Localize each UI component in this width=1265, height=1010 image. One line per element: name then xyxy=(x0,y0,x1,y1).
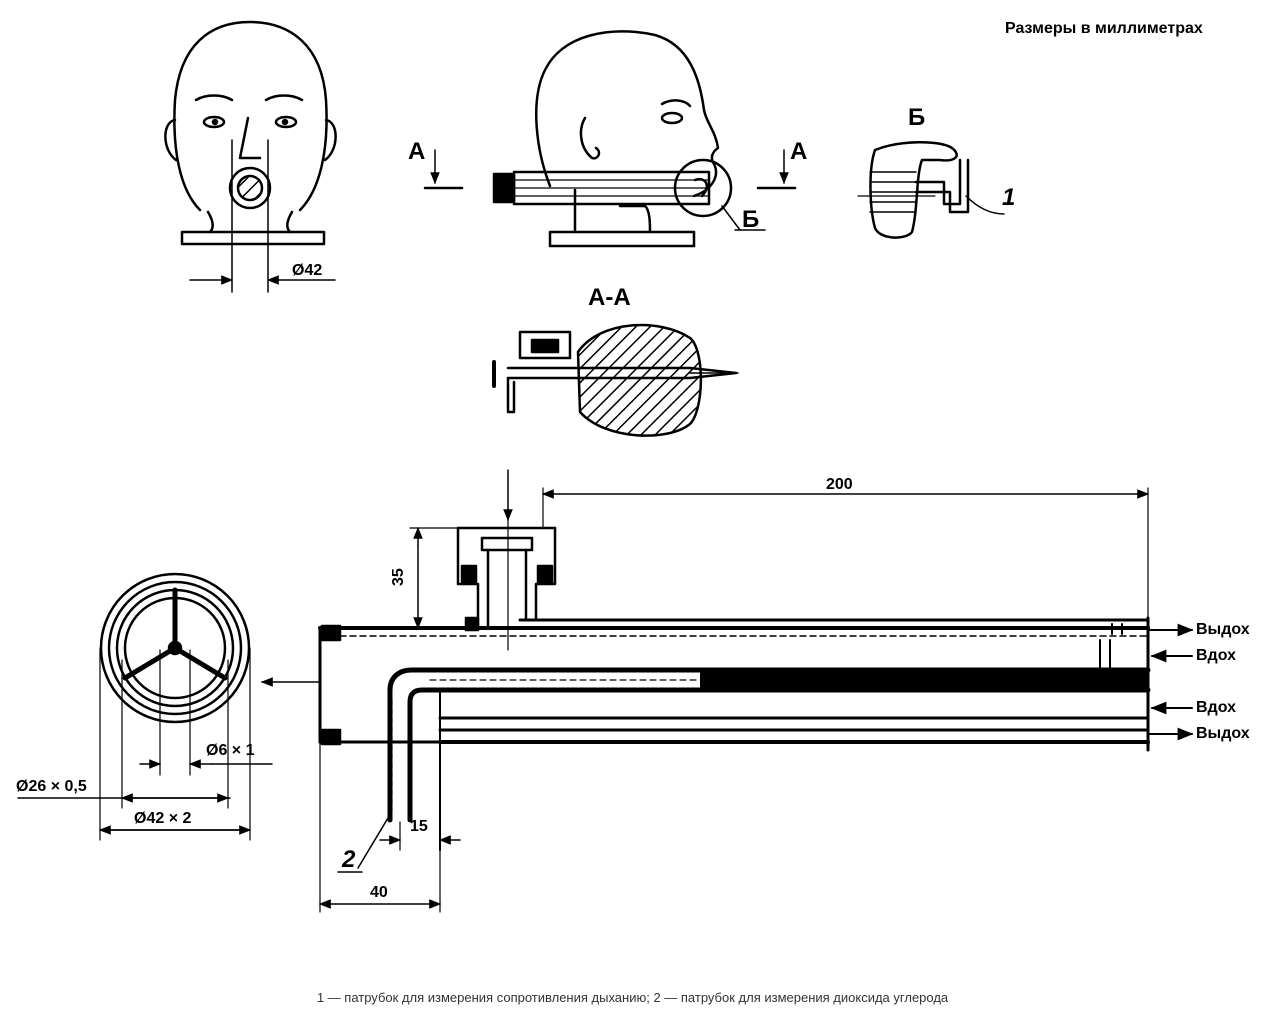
flow-label-exhale-bottom: Выдох xyxy=(1196,725,1250,742)
dim-length-40: 40 xyxy=(370,884,388,901)
flow-arrows xyxy=(1149,623,1194,741)
callout-item-1: 1 xyxy=(1002,184,1016,211)
head-side-view xyxy=(423,30,797,248)
units-note: Размеры в миллиметрах xyxy=(1005,20,1203,37)
section-marker-left: А xyxy=(408,138,426,165)
dim-pipe: Ø42 × 2 xyxy=(134,810,192,827)
detail-callout-label: Б xyxy=(742,206,760,233)
dim-offset-15: 15 xyxy=(410,818,428,835)
section-marker-right: А xyxy=(790,138,808,165)
detail-b-view xyxy=(857,141,1005,239)
detail-title: Б xyxy=(908,104,926,131)
dim-height-35: 35 xyxy=(390,568,407,586)
figure-caption: 1 — патрубок для измерения сопротивления… xyxy=(316,990,949,1005)
dim-outer-tube: Ø26 × 0,5 xyxy=(16,778,87,795)
dim-head-diameter: Ø42 xyxy=(292,262,323,279)
callout-item-2: 2 xyxy=(342,846,356,873)
flow-label-inhale-top: Вдох xyxy=(1196,647,1236,664)
dim-length-200: 200 xyxy=(826,476,853,493)
dim-inner-tube: Ø6 × 1 xyxy=(206,742,255,759)
head-front-view xyxy=(164,20,337,293)
section-aa-view xyxy=(492,323,739,437)
flow-label-inhale-bottom: Вдох xyxy=(1196,699,1236,716)
tube-cross-section xyxy=(17,572,273,841)
section-title: А-А xyxy=(588,284,631,311)
flow-label-exhale-top: Выдох xyxy=(1196,621,1250,638)
tube-assembly-longitudinal xyxy=(260,469,1151,913)
